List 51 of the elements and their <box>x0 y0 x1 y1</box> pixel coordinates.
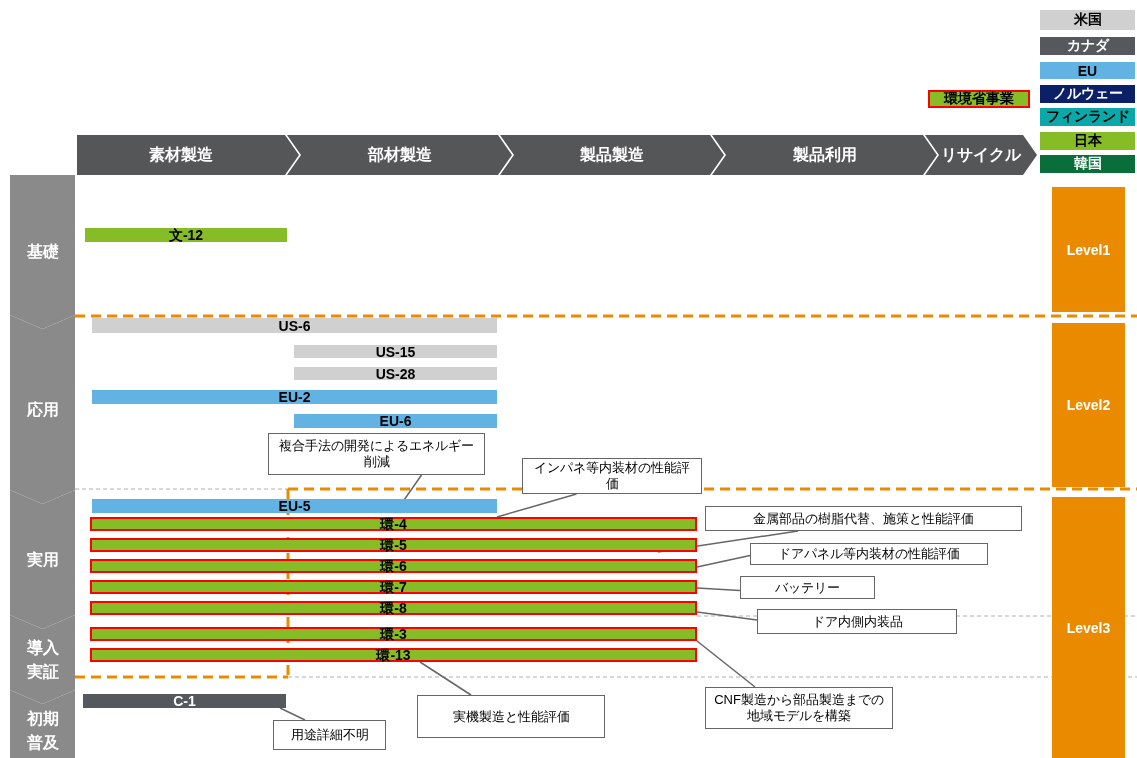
level-bar: Level3 <box>1052 497 1125 758</box>
callout-box: 複合手法の開発によるエネルギー削減 <box>268 433 485 475</box>
callout-box: 用途詳細不明 <box>273 720 386 750</box>
project-bar: 環-3 <box>90 627 697 641</box>
callout-box: バッテリー <box>740 576 875 599</box>
project-bar: 環-7 <box>90 580 697 594</box>
stage-band: 基礎 <box>10 175 75 329</box>
legend-key: ノルウェー <box>1040 85 1135 103</box>
project-bar: US-28 <box>294 367 497 380</box>
process-step-band: 素材製造 <box>77 135 299 175</box>
project-bar: EU-6 <box>294 414 497 428</box>
project-bar: US-6 <box>92 318 497 333</box>
project-bar: C-1 <box>83 694 286 708</box>
legend-key: 環境省事業 <box>928 90 1030 108</box>
callout-box: インパネ等内装材の性能評価 <box>522 458 702 494</box>
project-bar: 環-13 <box>90 648 697 662</box>
process-step-band: 部材製造 <box>287 135 512 175</box>
process-step-band: リサイクル <box>925 135 1037 175</box>
project-bar: EU-2 <box>92 390 497 404</box>
leader-line <box>696 554 751 568</box>
legend-key: EU <box>1040 62 1135 79</box>
legend-key: カナダ <box>1040 37 1135 55</box>
project-bar: 環-4 <box>90 517 697 531</box>
legend-key: 韓国 <box>1040 155 1135 173</box>
leader-line <box>696 587 741 592</box>
callout-box: ドアパネル等内装材の性能評価 <box>750 543 988 565</box>
leader-line <box>696 640 756 688</box>
callout-box: ドア内側内装品 <box>757 609 957 634</box>
level-bar: Level2 <box>1052 323 1125 487</box>
project-bar: US-15 <box>294 345 497 358</box>
leader-line <box>279 707 306 721</box>
project-bar: 文-12 <box>85 228 287 242</box>
stage-band: 実用 <box>10 490 75 629</box>
callout-box: 金属部品の樹脂代替、施策と性能評価 <box>705 506 1022 531</box>
project-bar: EU-5 <box>92 499 497 513</box>
leader-line <box>419 661 472 696</box>
level-bar: Level1 <box>1052 187 1125 312</box>
legend-key: フィンランド <box>1040 108 1135 126</box>
stage-band: 初期普及 <box>10 690 75 758</box>
callout-box: CNF製造から部品製造までの地域モデルを構築 <box>705 687 893 729</box>
callout-box: 実機製造と性能評価 <box>417 695 605 738</box>
legend-key: 日本 <box>1040 132 1135 150</box>
legend-key: 米国 <box>1040 10 1135 30</box>
project-bar: 環-8 <box>90 601 697 615</box>
project-bar: 環-6 <box>90 559 697 573</box>
leader-line <box>696 611 758 621</box>
stage-band: 導入実証 <box>10 615 75 704</box>
project-bar: 環-5 <box>90 538 697 552</box>
leader-line <box>496 493 578 518</box>
stage-band: 応用 <box>10 315 75 504</box>
process-step-band: 製品製造 <box>500 135 724 175</box>
